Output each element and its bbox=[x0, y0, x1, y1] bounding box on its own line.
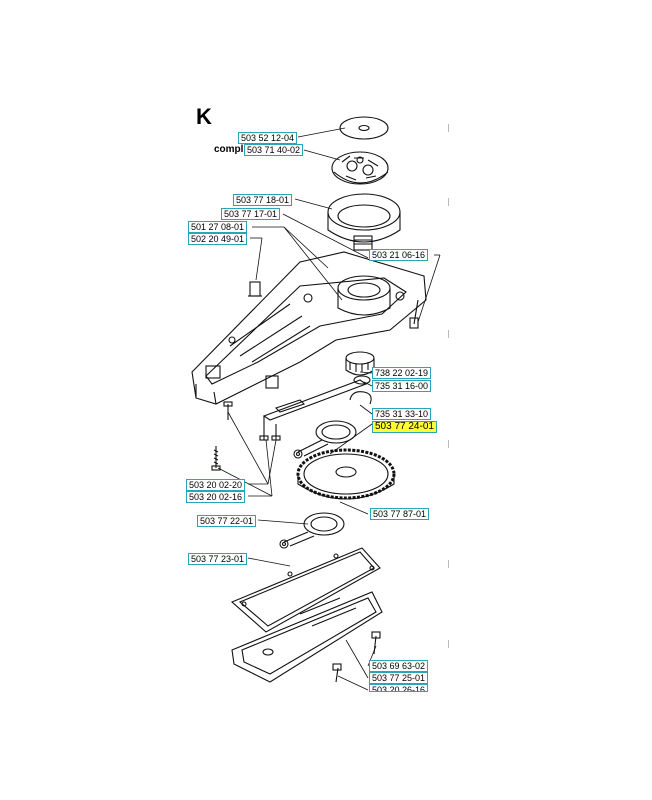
part-number-label[interactable]: 503 77 17-01 bbox=[221, 208, 281, 220]
part-number-label[interactable]: 503 71 40-02 bbox=[244, 144, 304, 156]
washer bbox=[339, 116, 389, 140]
clutch-assembly bbox=[331, 151, 389, 185]
page-edge-tick bbox=[448, 124, 449, 132]
part-number-label[interactable]: 503 77 25-01 bbox=[369, 672, 429, 684]
part-number-label[interactable]: 735 31 16-00 bbox=[372, 380, 432, 392]
part-number-label[interactable]: 738 22 02-19 bbox=[372, 367, 432, 379]
page-edge-tick bbox=[448, 198, 449, 206]
part-number-label[interactable]: 735 31 33-10 bbox=[372, 408, 432, 420]
part-number-label[interactable]: 503 77 22-01 bbox=[197, 515, 257, 527]
part-number-label[interactable]: 503 52 12-04 bbox=[238, 132, 298, 144]
bolt-right bbox=[409, 299, 419, 329]
part-number-label[interactable]: 503 21 06-16 bbox=[369, 249, 429, 261]
gearbox-housing bbox=[191, 251, 427, 405]
part-number-label[interactable]: 503 77 23-01 bbox=[188, 553, 248, 565]
circlip-rings bbox=[349, 375, 372, 405]
clutch-drum bbox=[327, 193, 401, 251]
shim-upper bbox=[293, 420, 357, 459]
part-number-label[interactable]: 503 20 02-20 bbox=[186, 479, 246, 491]
part-number-label[interactable]: 503 20 02-16 bbox=[186, 491, 246, 503]
cover-plate bbox=[231, 591, 383, 683]
shim-lower bbox=[279, 512, 345, 549]
plate-bracket bbox=[262, 379, 368, 421]
cover-screws bbox=[332, 631, 381, 683]
compl-prefix: compl bbox=[214, 144, 244, 155]
page-edge-tick bbox=[448, 560, 449, 568]
large-gear bbox=[296, 448, 396, 500]
part-number-label[interactable]: 503 77 18-01 bbox=[233, 194, 293, 206]
part-number-label[interactable]: 501 27 08-01 bbox=[188, 221, 248, 233]
page-edge-tick bbox=[448, 440, 449, 448]
part-number-label[interactable]: 503 69 63-02 bbox=[369, 660, 429, 672]
part-number-label[interactable]: 502 20 49-01 bbox=[188, 233, 248, 245]
part-number-label-highlighted[interactable]: 503 77 24-01 bbox=[372, 421, 437, 433]
section-letter: K bbox=[196, 104, 212, 129]
gasket bbox=[230, 547, 381, 633]
screws bbox=[211, 401, 281, 471]
part-number-label[interactable]: 503 77 87-01 bbox=[370, 508, 430, 520]
page-edge-tick bbox=[448, 330, 449, 338]
needle-bearing bbox=[345, 351, 375, 376]
part-number-label[interactable]: 503 20 26-16 bbox=[369, 684, 429, 692]
bolt-left bbox=[248, 281, 262, 297]
page-edge-tick bbox=[448, 640, 449, 648]
